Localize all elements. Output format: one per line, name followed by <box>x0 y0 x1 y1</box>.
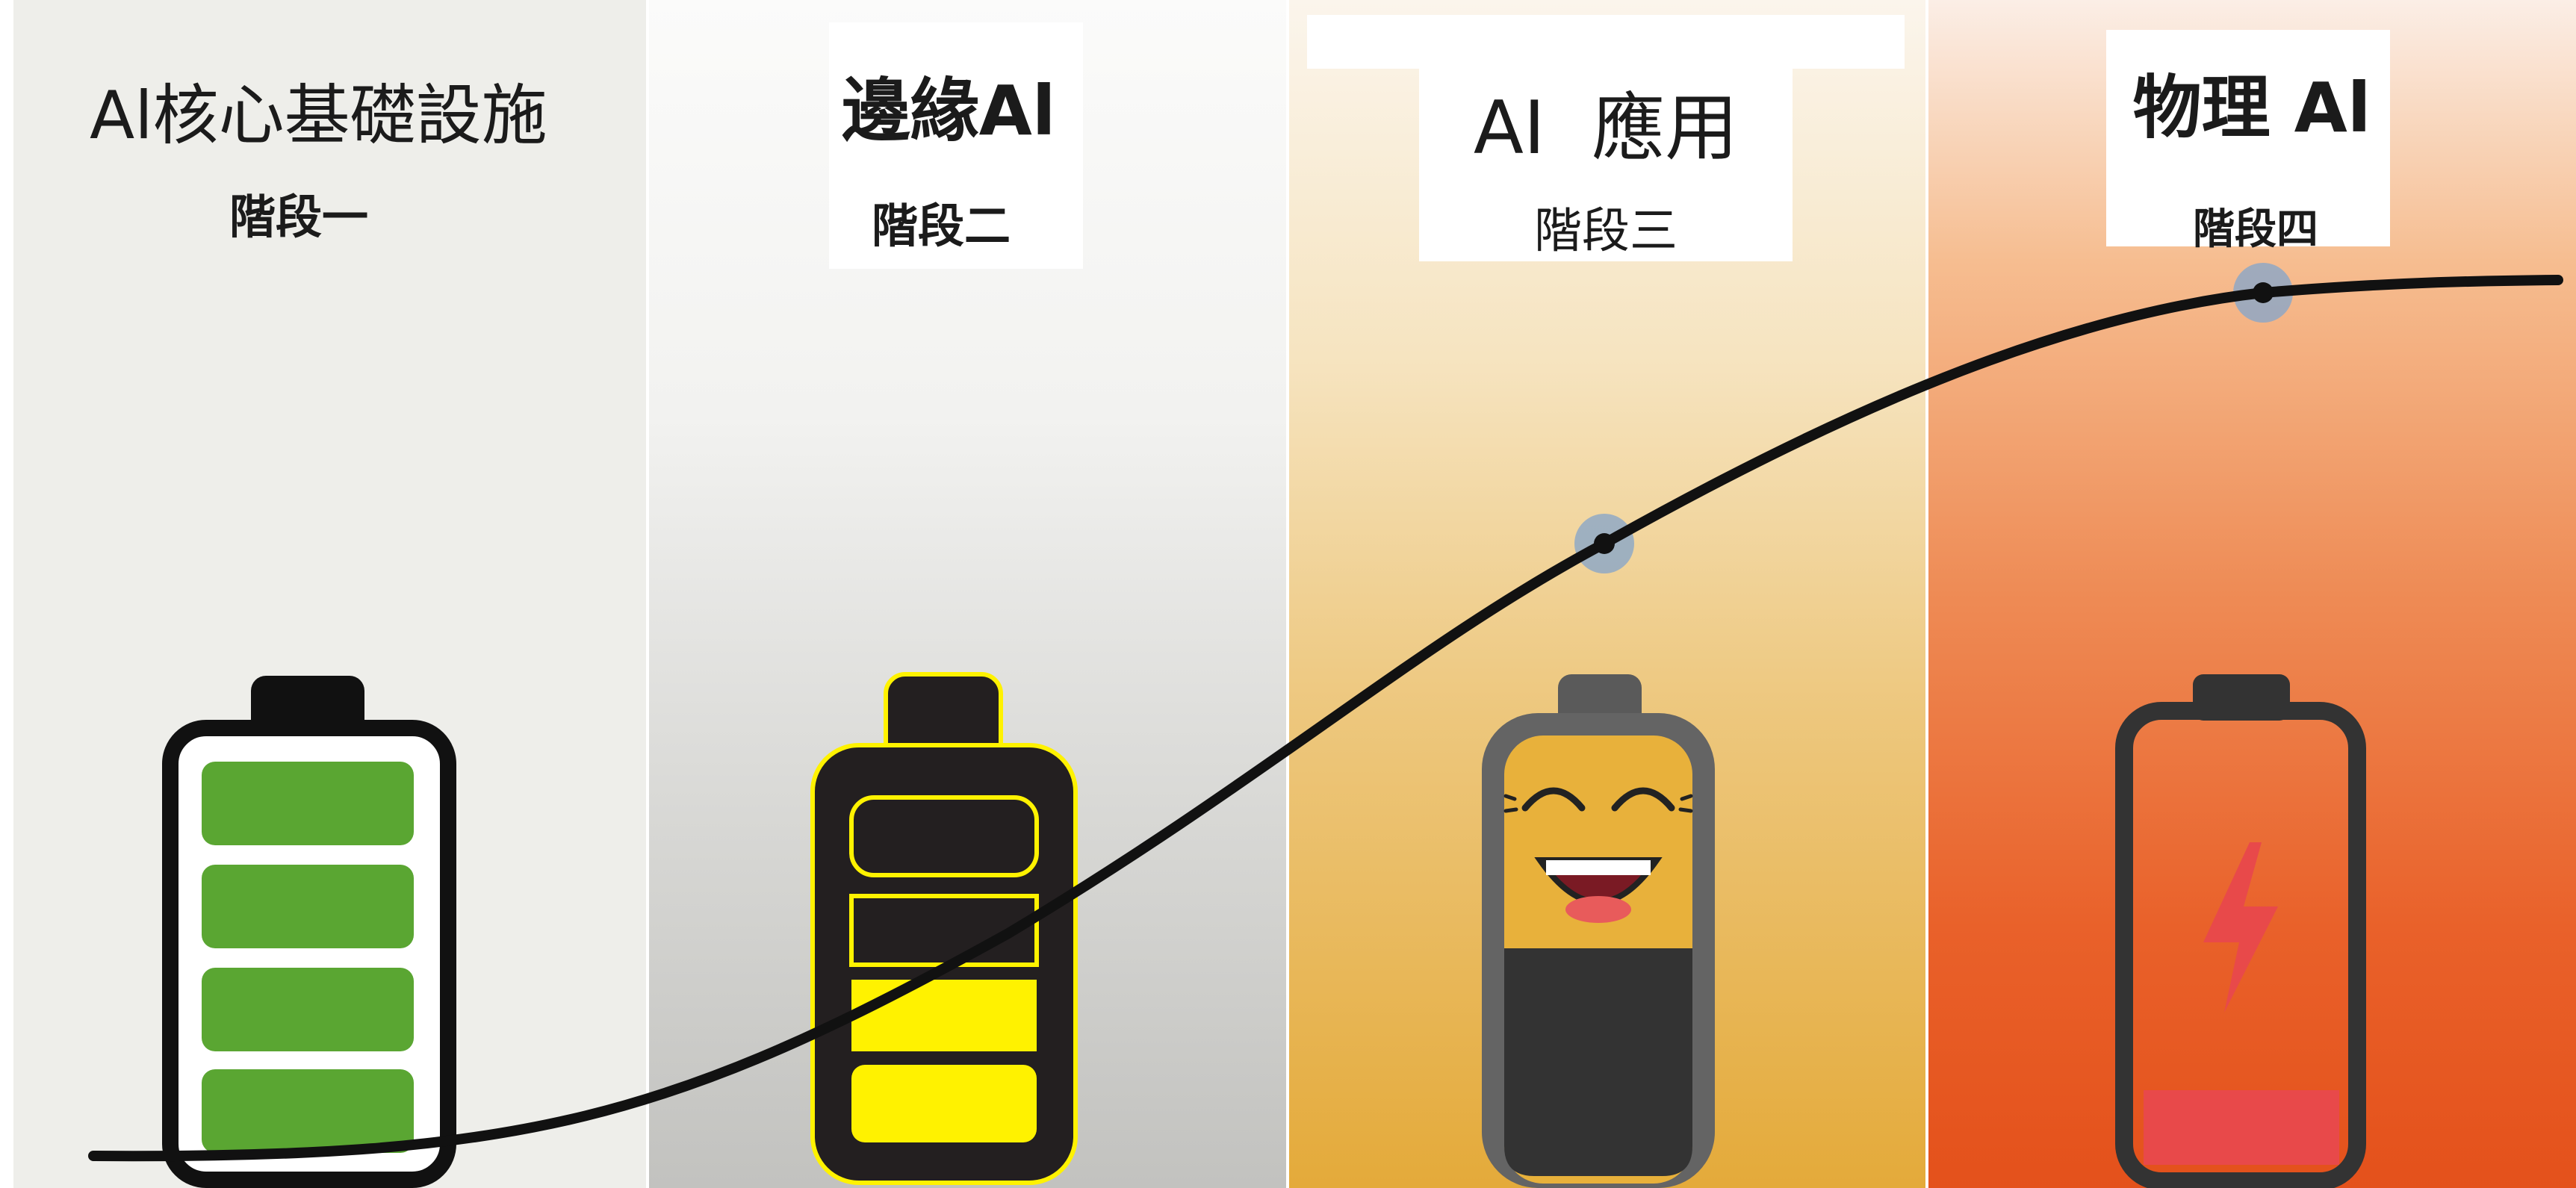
stage-2-label: 階段二 <box>871 199 1011 253</box>
half-battery-icon <box>810 672 1078 1185</box>
stage-4-label: 階段四 <box>2193 205 2318 254</box>
stage-3-marker <box>1594 533 1615 554</box>
stage-4-label-box <box>2106 30 2390 246</box>
stage-3-label: 階段三 <box>1534 204 1677 259</box>
lightning-bolt-icon <box>2203 842 2278 1013</box>
stage-1-title: Al核心基礎設施 <box>90 77 547 154</box>
stage-4-marker <box>2253 282 2274 303</box>
stage-3-title: AI 應用 <box>1473 86 1739 171</box>
low-battery-icon <box>2115 674 2366 1188</box>
stage-2-title: 邊緣Al <box>841 71 1056 151</box>
stage-3-label-box <box>1419 60 1793 261</box>
full-battery-icon <box>162 676 456 1188</box>
smiling-battery-icon <box>1482 674 1715 1188</box>
stage-4-title: 物理 Al <box>2132 68 2371 148</box>
stage-1-label: 階段一 <box>229 190 368 244</box>
stage-2-label-box <box>829 22 1083 269</box>
